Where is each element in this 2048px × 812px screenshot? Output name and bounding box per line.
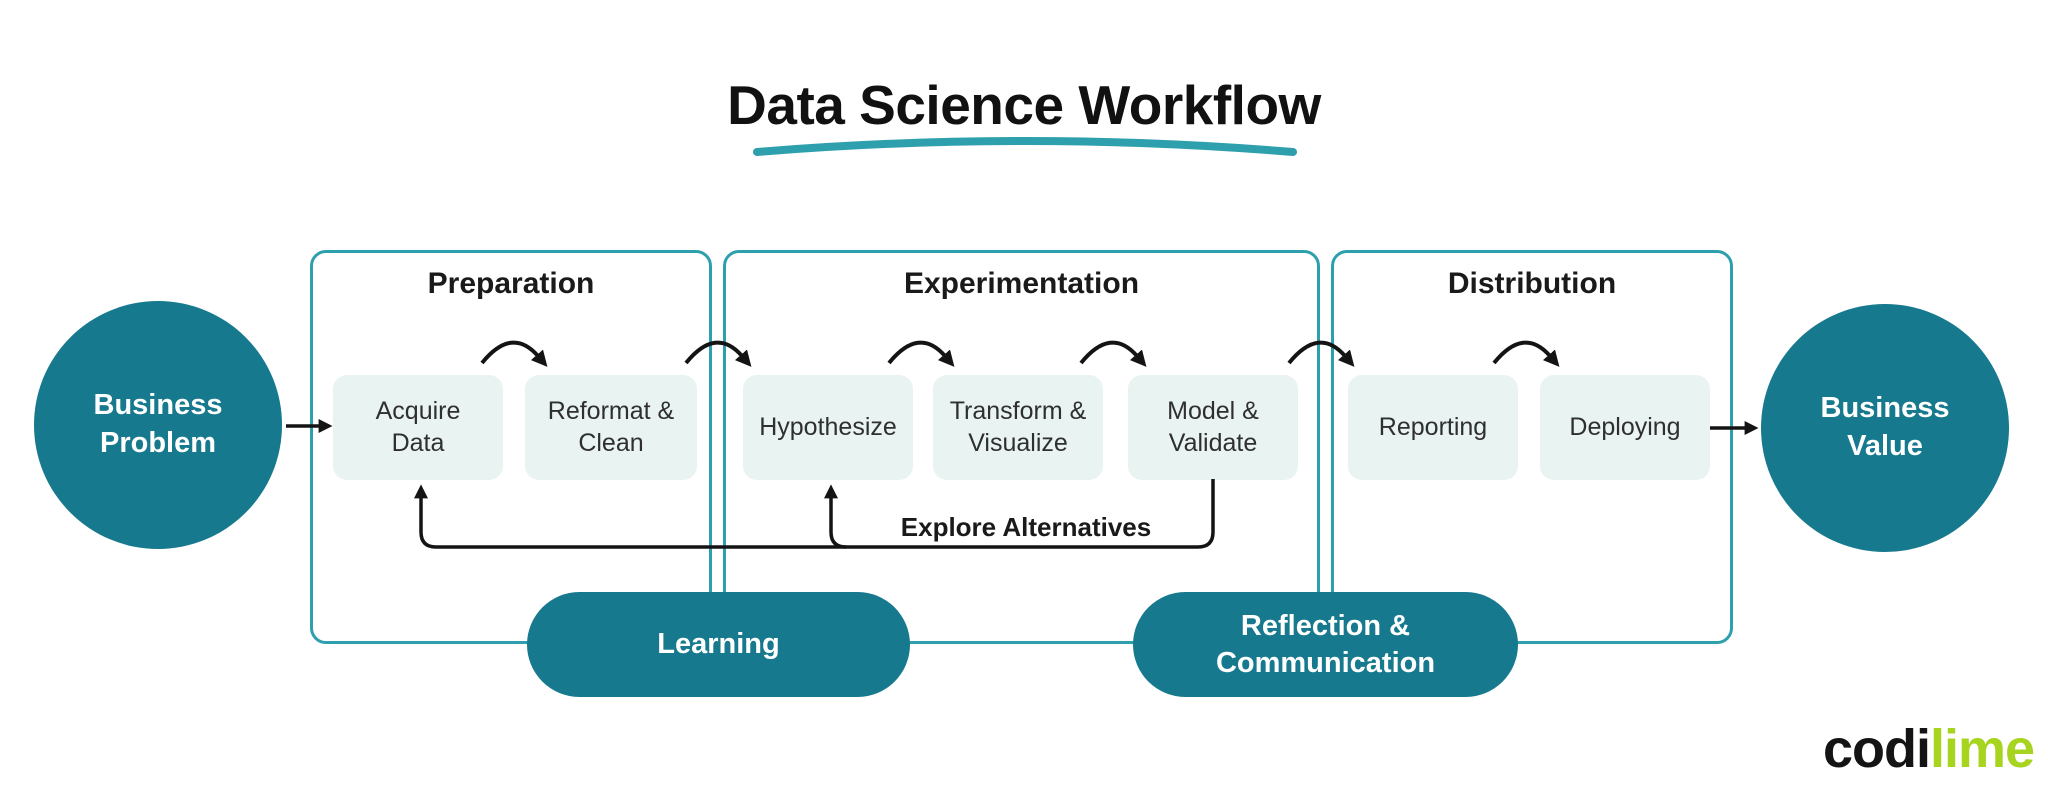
group-experimentation-title: Experimentation bbox=[903, 267, 1140, 300]
page-title: Data Science Workflow bbox=[727, 74, 1321, 136]
step-reporting: Reporting bbox=[1348, 375, 1518, 480]
step-reformat-clean: Reformat & Clean bbox=[525, 375, 697, 480]
business-value-label: Business Value bbox=[1820, 392, 1950, 462]
logo-text-lime: lime bbox=[1930, 719, 2035, 779]
logo-text-codi: codi bbox=[1823, 719, 1931, 779]
group-experimentation: Experimentation bbox=[723, 250, 1320, 644]
group-preparation: Preparation bbox=[310, 250, 712, 644]
business-problem-label: Business Problem bbox=[93, 389, 223, 459]
business-problem-node: Business Problem bbox=[34, 301, 282, 549]
explore-alternatives-label: Explore Alternatives bbox=[900, 512, 1152, 542]
step-model-validate: Model & Validate bbox=[1128, 375, 1298, 480]
pill-reflection-communication: Reflection & Communication bbox=[1133, 592, 1518, 697]
group-distribution: Distribution bbox=[1331, 250, 1733, 644]
pill-learning: Learning bbox=[527, 592, 910, 697]
business-value-node: Business Value bbox=[1761, 304, 2009, 552]
pill-reflection-communication-label: Reflection & Communication bbox=[1215, 610, 1436, 679]
group-preparation-title: Preparation bbox=[427, 267, 595, 300]
group-distribution-title: Distribution bbox=[1447, 267, 1617, 300]
step-transform-visualize: Transform & Visualize bbox=[933, 375, 1103, 480]
codilime-logo: codilime bbox=[1823, 719, 2035, 779]
step-acquire-data: Acquire Data bbox=[333, 375, 503, 480]
step-hypothesize: Hypothesize bbox=[743, 375, 913, 480]
pill-learning-label: Learning bbox=[657, 628, 780, 661]
step-deploying: Deploying bbox=[1540, 375, 1710, 480]
